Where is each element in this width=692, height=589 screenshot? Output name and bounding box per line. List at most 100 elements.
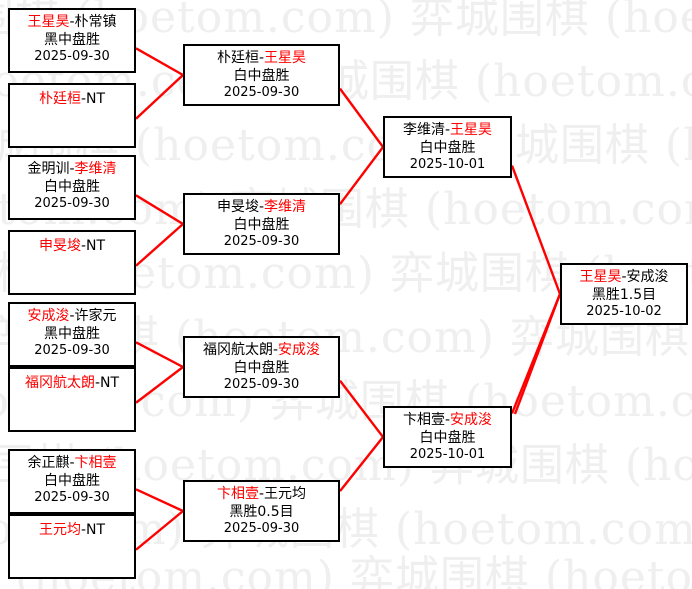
connector-sf-to-final	[510, 293, 562, 414]
match-players: 金明训-李维清	[10, 157, 134, 178]
player-right: 王星昊	[450, 122, 493, 138]
match-result: 黑中盘胜	[44, 32, 100, 49]
player-right: 王元均	[264, 486, 307, 502]
versus-dash: -	[80, 522, 87, 538]
connector-r1-to-r2	[135, 510, 184, 551]
versus-dash: -	[621, 269, 627, 285]
player-left: 申旻埈	[38, 238, 81, 254]
match-players: 王元均-NT	[10, 516, 134, 539]
match-date: 2025-10-01	[409, 447, 486, 463]
player-right: 安成浚	[278, 342, 321, 358]
match-players: 王星昊-安成浚	[562, 265, 686, 286]
match-players: 余正麒-卞相壹	[10, 451, 134, 472]
connector-r1-to-r2	[135, 223, 184, 267]
player-left: 安成浚	[27, 308, 70, 324]
player-left: 余正麒	[27, 455, 70, 471]
match-players: 朴廷桓-NT	[10, 85, 134, 108]
player-right: 李维清	[74, 161, 117, 177]
player-left: 卞相壹	[402, 412, 445, 428]
match-result: 白中盘胜	[419, 430, 476, 447]
connector-r1-to-r2	[135, 47, 184, 77]
match-date: 2025-09-30	[34, 343, 110, 359]
versus-dash: -	[69, 308, 75, 324]
match-result: 黑胜0.5目	[229, 504, 294, 521]
versus-dash: -	[80, 91, 87, 107]
match-result: 白中盘胜	[233, 360, 290, 377]
match-date: 2025-10-01	[409, 157, 486, 173]
match-players: 申旻埈-NT	[10, 232, 134, 255]
versus-dash: -	[69, 14, 75, 30]
connector-r1-to-r2	[135, 341, 184, 369]
match-players: 卞相壹-安成浚	[385, 408, 510, 429]
connector-r1-to-r2	[135, 74, 184, 120]
player-right: NT	[86, 238, 106, 254]
match-result: 黑胜1.5目	[591, 287, 657, 304]
player-left: 卞相壹	[216, 486, 259, 502]
connector-sf-to-final	[510, 165, 562, 295]
player-right: NT	[86, 91, 106, 107]
versus-dash: -	[69, 455, 75, 471]
player-left: 王元均	[38, 522, 81, 538]
match-date: 2025-09-30	[34, 490, 110, 506]
player-left: 王星昊	[579, 269, 622, 285]
versus-dash: -	[272, 342, 279, 358]
match-date: 2025-09-30	[34, 196, 110, 212]
match-result: 白中盘胜	[44, 473, 100, 490]
connector-r2-to-sf	[339, 379, 384, 438]
connector-r1-to-r2	[135, 488, 184, 513]
match-players: 安成浚-许家元	[10, 304, 134, 325]
match-players: 福冈航太朗-安成浚	[185, 338, 338, 359]
player-left: 福冈航太朗	[24, 375, 95, 391]
player-right: 李维清	[264, 199, 307, 215]
player-left: 王星昊	[27, 14, 70, 30]
player-left: 申旻埈	[216, 199, 259, 215]
match-box-r1m4[interactable]: 申旻埈-NT	[8, 230, 136, 295]
versus-dash: -	[94, 375, 101, 391]
connector-r2-to-sf	[339, 436, 384, 492]
versus-dash: -	[444, 122, 451, 138]
connector-r2-to-sf	[339, 87, 384, 148]
versus-dash: -	[80, 238, 87, 254]
player-left: 朴廷桓	[216, 50, 259, 66]
match-box-r1m2[interactable]: 朴廷桓-NT	[8, 83, 136, 148]
player-left: 福冈航太朗	[202, 342, 273, 358]
match-date: 2025-09-30	[34, 49, 110, 65]
player-right: 王星昊	[264, 50, 307, 66]
player-right: NT	[86, 522, 106, 538]
player-right: 朴常镇	[74, 14, 117, 30]
match-box-r1m6[interactable]: 福冈航太朗-NT	[8, 367, 136, 432]
player-left: 金明训	[27, 161, 70, 177]
match-result: 白中盘胜	[44, 179, 100, 196]
connector-final-tail	[513, 293, 562, 415]
match-players: 朴廷桓-王星昊	[185, 46, 338, 67]
match-result: 白中盘胜	[419, 140, 476, 157]
player-right: NT	[100, 375, 120, 391]
player-right: 许家元	[74, 308, 117, 324]
connector-r1-to-r2	[135, 194, 184, 226]
player-right: 卞相壹	[74, 455, 117, 471]
connector-r2-to-sf	[339, 146, 384, 205]
match-players: 王星昊-朴常镇	[10, 10, 134, 31]
match-box-r1m8[interactable]: 王元均-NT	[8, 514, 136, 579]
match-date: 2025-09-30	[223, 234, 300, 250]
match-date: 2025-09-30	[223, 85, 300, 101]
player-left: 李维清	[402, 122, 445, 138]
match-players: 申旻埈-李维清	[185, 195, 338, 216]
versus-dash: -	[69, 161, 75, 177]
player-left: 朴廷桓	[38, 91, 81, 107]
match-result: 白中盘胜	[233, 68, 290, 85]
match-players: 李维清-王星昊	[385, 118, 510, 139]
match-players: 卞相壹-王元均	[185, 482, 338, 503]
